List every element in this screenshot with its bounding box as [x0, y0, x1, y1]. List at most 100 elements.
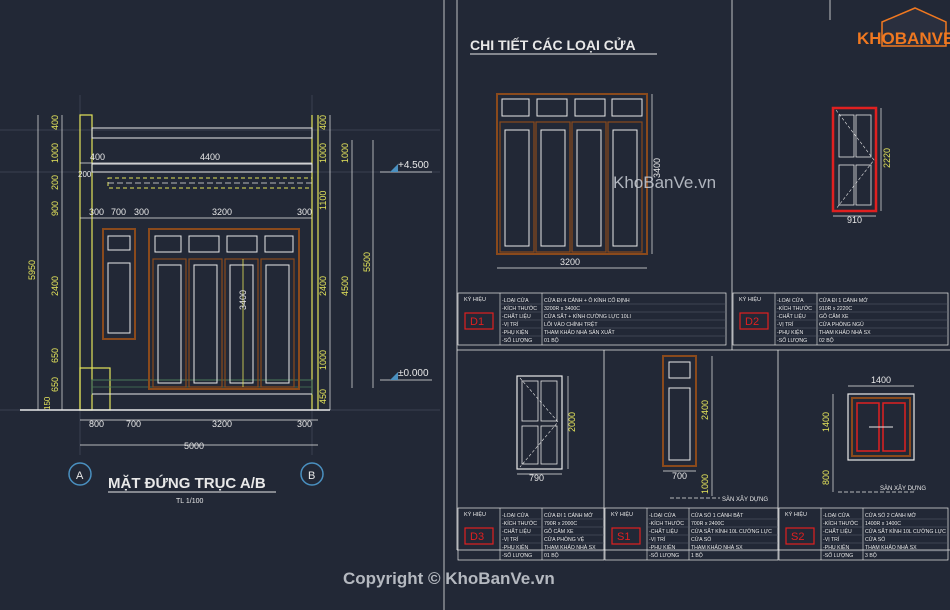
- spec-row-value: CỬA ĐI 1 CÁNH MỞ: [819, 297, 868, 304]
- dim-200-small: 200: [78, 170, 92, 179]
- spec-row-value: 3200R x 3400C: [544, 306, 580, 312]
- spec-row-key: -PHỤ KIỆN: [502, 328, 528, 336]
- dim-bottom-800: 800: [89, 419, 104, 429]
- dim-left-4: 2400: [50, 276, 60, 296]
- door-tables: KÝ HIỆU D1 -LOẠI CỬA CỬA ĐI 4 CÁNH + Ô KÍNH…: [457, 292, 949, 561]
- spec-table-head: KÝ HIỆU: [464, 295, 486, 303]
- spec-row-value: CỬA ĐI 4 CÁNH + Ô KÍNH CỐ ĐỊNH: [544, 297, 630, 304]
- dim-top-300b: 300: [134, 207, 149, 217]
- spec-row-value: 02 BỘ: [819, 337, 834, 344]
- dim-right-outer-0: 1000: [340, 143, 350, 163]
- door-d1-detail: [496, 93, 648, 255]
- door-d3-detail: [516, 375, 563, 470]
- spec-row-key: -CHẤT LIỆU: [649, 527, 678, 535]
- spec-table-code: D3: [470, 531, 484, 543]
- spec-row-value: 1 BỘ: [691, 552, 703, 559]
- spec-row-key: -PHỤ KIỆN: [777, 328, 803, 336]
- spec-table-code: D2: [745, 316, 759, 328]
- dim-bottom-3200: 3200: [212, 419, 232, 429]
- dim-top-400: 400: [90, 152, 105, 162]
- door-height-dim: 3400: [238, 290, 248, 310]
- elevation-drawing: 3400 400 4400 200 300 700 300 3200 300 5…: [0, 95, 440, 505]
- spec-row-key: -LOẠI CỬA: [823, 512, 850, 519]
- s1-ground-label: SÀN XÂY DỰNG: [722, 496, 768, 503]
- axis-b-label: B: [308, 470, 315, 482]
- dim-bottom-300: 300: [297, 419, 312, 429]
- window-s2-detail: [847, 393, 915, 461]
- spec-row-key: -VỊ TRÍ: [502, 321, 519, 328]
- spec-row-key: -LOẠI CỬA: [649, 512, 676, 519]
- spec-row-value: THAM KHẢO NHÀ SẢN XUẤT: [544, 329, 615, 336]
- spec-row-key: -VỊ TRÍ: [649, 536, 666, 543]
- spec-row-value: GỖ CĂM XE: [819, 313, 849, 320]
- spec-row-key: -CHẤT LIỆU: [823, 527, 852, 535]
- spec-table-code: S1: [617, 531, 630, 543]
- spec-row-value: CỬA SỔ 2 CÁNH MỞ: [865, 512, 917, 519]
- axis-bubble-a: A: [68, 462, 92, 486]
- spec-row-key: -SỐ LƯỢNG: [502, 552, 532, 559]
- spec-row-key: -VỊ TRÍ: [777, 321, 794, 328]
- spec-row-value: CỬA SẮT + KÍNH CƯỜNG LỰC 10LI: [544, 312, 631, 320]
- door-details-sheet: CHI TIẾT CÁC LOẠI CỬA 3400 3200: [443, 0, 950, 610]
- dim-top-700: 700: [111, 207, 126, 217]
- spec-table-head: KÝ HIỆU: [464, 510, 486, 518]
- d2-height-dim: 2220: [882, 148, 892, 168]
- spec-row-key: -PHỤ KIỆN: [823, 543, 849, 551]
- dim-left-7: 150: [43, 396, 52, 410]
- door-d2-detail: [831, 106, 878, 213]
- spec-row-value: CỬA SỔ: [865, 536, 885, 543]
- spec-row-value: LỐI VÀO CHÍNH TRỆT: [544, 320, 598, 328]
- spec-row-value: 01 BỘ: [544, 337, 559, 344]
- spec-table-code: D1: [470, 316, 484, 328]
- spec-row-value: CỬA SỔ: [691, 536, 711, 543]
- spec-row-key: -KÍCH THƯỚC: [777, 305, 812, 312]
- spec-row-key: -KÍCH THƯỚC: [502, 520, 537, 527]
- spec-row-key: -LOẠI CỬA: [502, 512, 529, 519]
- dim-right-0: 400: [318, 115, 328, 130]
- spec-row-key: -SỐ LƯỢNG: [502, 337, 532, 344]
- roof-beam: [91, 127, 313, 139]
- level-marker-bottom: ±0.000: [380, 368, 432, 381]
- s1-sill-dim: 1000: [700, 474, 710, 494]
- window-s1-detail: [662, 355, 697, 467]
- spec-row-value: 790R x 2000C: [544, 521, 577, 527]
- spec-row-key: -VỊ TRÍ: [502, 536, 519, 543]
- elevation-window-s1: [102, 228, 136, 340]
- spec-row-key: -CHẤT LIỆU: [777, 312, 806, 320]
- spec-row-key: -KÍCH THƯỚC: [649, 520, 684, 527]
- dim-left-1: 1000: [50, 143, 60, 163]
- spec-table-head: KÝ HIỆU: [785, 510, 807, 518]
- dim-right-3: 2400: [318, 276, 328, 296]
- axis-a-label: A: [76, 470, 84, 482]
- spec-row-key: -SỐ LƯỢNG: [649, 552, 679, 559]
- dim-right-2: 1100: [318, 191, 328, 210]
- spec-row-key: -PHỤ KIỆN: [502, 543, 528, 551]
- spec-row-value: 01 BỘ: [544, 552, 559, 559]
- dim-right-total: 5500: [362, 252, 372, 272]
- spec-table-code: S2: [791, 531, 804, 543]
- spec-row-key: -CHẤT LIỆU: [502, 312, 531, 320]
- spec-row-key: -SỐ LƯỢNG: [777, 337, 807, 344]
- watermark: KhoBanVe.vn: [613, 173, 716, 192]
- spec-table-head: KÝ HIỆU: [611, 510, 633, 518]
- s2-sill-dim: 800: [821, 470, 831, 485]
- d3-width-dim: 790: [529, 473, 544, 483]
- dim-left-0: 400: [50, 115, 60, 130]
- spec-row-value: THAM KHẢO NHÀ SX: [819, 329, 871, 336]
- spec-row-key: -LOẠI CỬA: [502, 297, 529, 304]
- brand-name: KHOBANVE: [857, 29, 950, 48]
- elevation-scale: TL 1/100: [176, 498, 203, 505]
- spec-row-value: 700R x 2400C: [691, 521, 724, 527]
- s2-height-dim: 1400: [821, 412, 831, 432]
- brand-logo: KHOBANVE: [857, 7, 950, 48]
- dim-left-3: 900: [50, 201, 60, 216]
- spec-table-d1: KÝ HIỆU D1 -LOẠI CỬA CỬA ĐI 4 CÁNH + Ô KÍNH…: [457, 292, 727, 346]
- d1-height-dim: 3400: [652, 158, 662, 178]
- elevation-title: MẶT ĐỨNG TRỤC A/B: [108, 474, 266, 492]
- level-marker-top: +4.500: [380, 160, 432, 173]
- spec-row-value: CỬA SỔ 1 CÁNH BẬT: [691, 512, 744, 519]
- elevation-door-d1: [148, 228, 300, 390]
- dim-top-300c: 300: [297, 207, 312, 217]
